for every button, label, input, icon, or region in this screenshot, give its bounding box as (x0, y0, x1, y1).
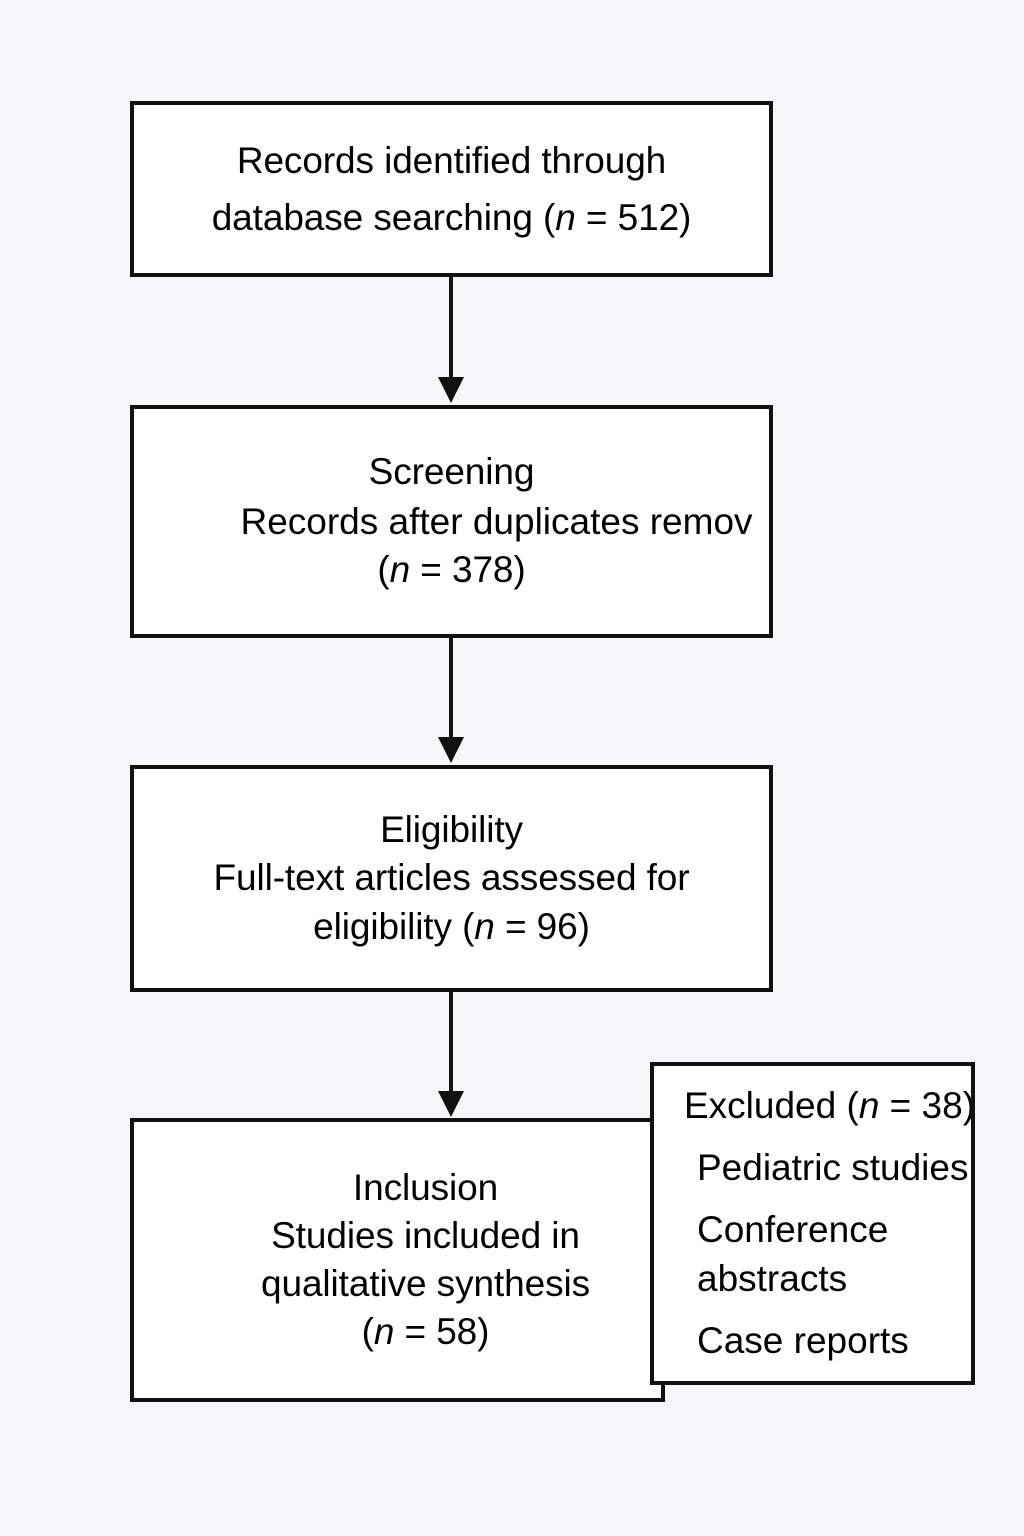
screening-line-2: (n = 378) (377, 546, 525, 594)
identification-line-1: Records identified through (236, 139, 667, 181)
identification-line-2-text: database searching ( (211, 197, 556, 238)
excluded-item-conference-abstracts: Conference abstracts (684, 1206, 888, 1302)
excluded-item-label-wrap: abstracts (697, 1257, 848, 1299)
excluded-heading-text: Excluded ( (684, 1085, 859, 1127)
eligibility-count: = 96) (494, 905, 590, 947)
screening-stage-label: Screening (368, 451, 535, 493)
inclusion-line-2: qualitative synthesis (260, 1263, 591, 1304)
screening-line-1: Records after duplicates remov (240, 500, 753, 542)
arrow-head-icon (438, 1091, 464, 1117)
arrow-head-icon (438, 737, 464, 763)
identification-n-symbol: n (555, 197, 576, 238)
inclusion-line-1: Studies included in (271, 1214, 580, 1256)
eligibility-n-symbol: n (474, 905, 495, 947)
screening-count: = 378) (410, 549, 526, 591)
arrow-head-icon (438, 377, 464, 403)
eligibility-paren-open: eligibility ( (313, 905, 475, 947)
excluded-n-symbol: n (858, 1085, 880, 1127)
excluded-item-pediatric-studies: Pediatric studies (684, 1144, 968, 1192)
inclusion-n-symbol: n (373, 1311, 395, 1353)
eligibility-line-2: eligibility (n = 96) (313, 903, 590, 951)
eligibility-box: Eligibility Full-text articles assessed … (130, 765, 773, 992)
excluded-item-case-reports: Case reports (684, 1317, 909, 1365)
eligibility-line-1: Full-text articles assessed for (213, 857, 690, 899)
inclusion-stage-label: Inclusion (352, 1166, 499, 1208)
inclusion-line-3: (n = 58) (362, 1308, 490, 1356)
excluded-count: = 38) (879, 1085, 975, 1127)
excluded-item-label: Case reports (697, 1319, 909, 1361)
inclusion-box: Inclusion Studies included in qualitativ… (130, 1118, 665, 1402)
arrow-shaft (449, 992, 453, 1096)
identification-line-2: database searching (n = 512) (212, 189, 692, 246)
eligibility-stage-label: Eligibility (380, 809, 523, 851)
excluded-box: Excluded (n = 38) Pediatric studies Conf… (650, 1062, 975, 1385)
identification-count: = 512) (575, 197, 692, 238)
screening-box: Screening Records after duplicates remov… (130, 405, 773, 638)
excluded-item-label: Pediatric studies (697, 1147, 969, 1189)
excluded-item-label: Conference (697, 1209, 889, 1251)
screening-n-symbol: n (389, 549, 411, 591)
excluded-heading: Excluded (n = 38) (684, 1082, 975, 1130)
inclusion-text-group: Inclusion Studies included in qualitativ… (261, 1164, 590, 1356)
arrow-shaft (449, 638, 453, 742)
screening-paren-open: ( (377, 549, 390, 591)
identification-box: Records identified through database sear… (130, 101, 773, 277)
screening-line-1-clip: Records after duplicates remov (134, 497, 769, 547)
inclusion-count: = 58) (394, 1311, 490, 1353)
arrow-shaft (449, 277, 453, 382)
inclusion-paren-open: ( (361, 1311, 374, 1353)
